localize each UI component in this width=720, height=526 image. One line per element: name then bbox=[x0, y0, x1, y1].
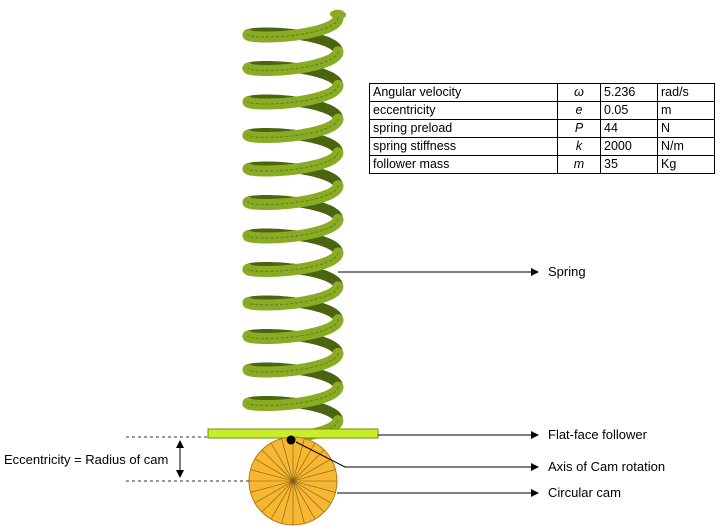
cam-spoke bbox=[292, 480, 332, 504]
cam-spoke bbox=[261, 449, 294, 482]
cam-spoke bbox=[270, 442, 294, 482]
parameter-symbol: k bbox=[557, 137, 601, 156]
parameter-unit: N bbox=[657, 119, 715, 138]
cam-spoke bbox=[292, 480, 336, 493]
parameter-unit: N/m bbox=[657, 137, 715, 156]
axis-label: Axis of Cam rotation bbox=[548, 459, 666, 474]
cam-spoke bbox=[292, 449, 325, 482]
axis-leader-line bbox=[295, 441, 539, 471]
cam-spoke bbox=[292, 442, 316, 482]
cam-spoke bbox=[281, 438, 294, 482]
cam-label: Circular cam bbox=[548, 485, 621, 500]
parameter-name: eccentricity bbox=[369, 101, 558, 120]
cam-spokes bbox=[249, 437, 337, 525]
parameter-value: 0.05 bbox=[600, 101, 658, 120]
cam-spoke bbox=[261, 480, 294, 513]
parameter-name: spring preload bbox=[369, 119, 558, 138]
parameter-value: 35 bbox=[600, 155, 658, 174]
parameter-value: 5.236 bbox=[600, 83, 658, 102]
cam-spoke bbox=[250, 480, 294, 493]
spring-top-end bbox=[330, 9, 346, 18]
parameter-value: 44 bbox=[600, 119, 658, 138]
cam-spoke bbox=[254, 458, 294, 482]
cam-spoke bbox=[292, 458, 332, 482]
parameter-symbol: m bbox=[557, 155, 601, 174]
spring-coil-highlight bbox=[247, 17, 339, 436]
cam-spoke bbox=[292, 480, 316, 520]
parameter-unit: Kg bbox=[657, 155, 715, 174]
cam-spoke bbox=[254, 480, 294, 504]
parameter-name: Angular velocity bbox=[369, 83, 558, 102]
parameter-symbol: ω bbox=[557, 83, 601, 102]
cam-spoke bbox=[292, 480, 305, 524]
cam-spoke bbox=[292, 480, 325, 513]
parameter-unit: rad/s bbox=[657, 83, 715, 102]
cam-spoke bbox=[281, 480, 294, 524]
helical-spring bbox=[241, 9, 346, 441]
parameter-name: spring stiffness bbox=[369, 137, 558, 156]
cam-rotation-axis-dot bbox=[286, 435, 296, 445]
cam-spoke bbox=[292, 469, 336, 482]
parameter-symbol: e bbox=[557, 101, 601, 120]
circular-cam bbox=[248, 436, 338, 526]
parameter-unit: m bbox=[657, 101, 715, 120]
spring-label: Spring bbox=[548, 264, 586, 279]
cam-spoke bbox=[270, 480, 294, 520]
parameter-name: follower mass bbox=[369, 155, 558, 174]
parameter-symbol: P bbox=[557, 119, 601, 138]
parameter-value: 2000 bbox=[600, 137, 658, 156]
follower-label: Flat-face follower bbox=[548, 427, 647, 442]
cam-spoke bbox=[250, 469, 294, 482]
eccentricity-label: Eccentricity = Radius of cam bbox=[4, 452, 169, 467]
